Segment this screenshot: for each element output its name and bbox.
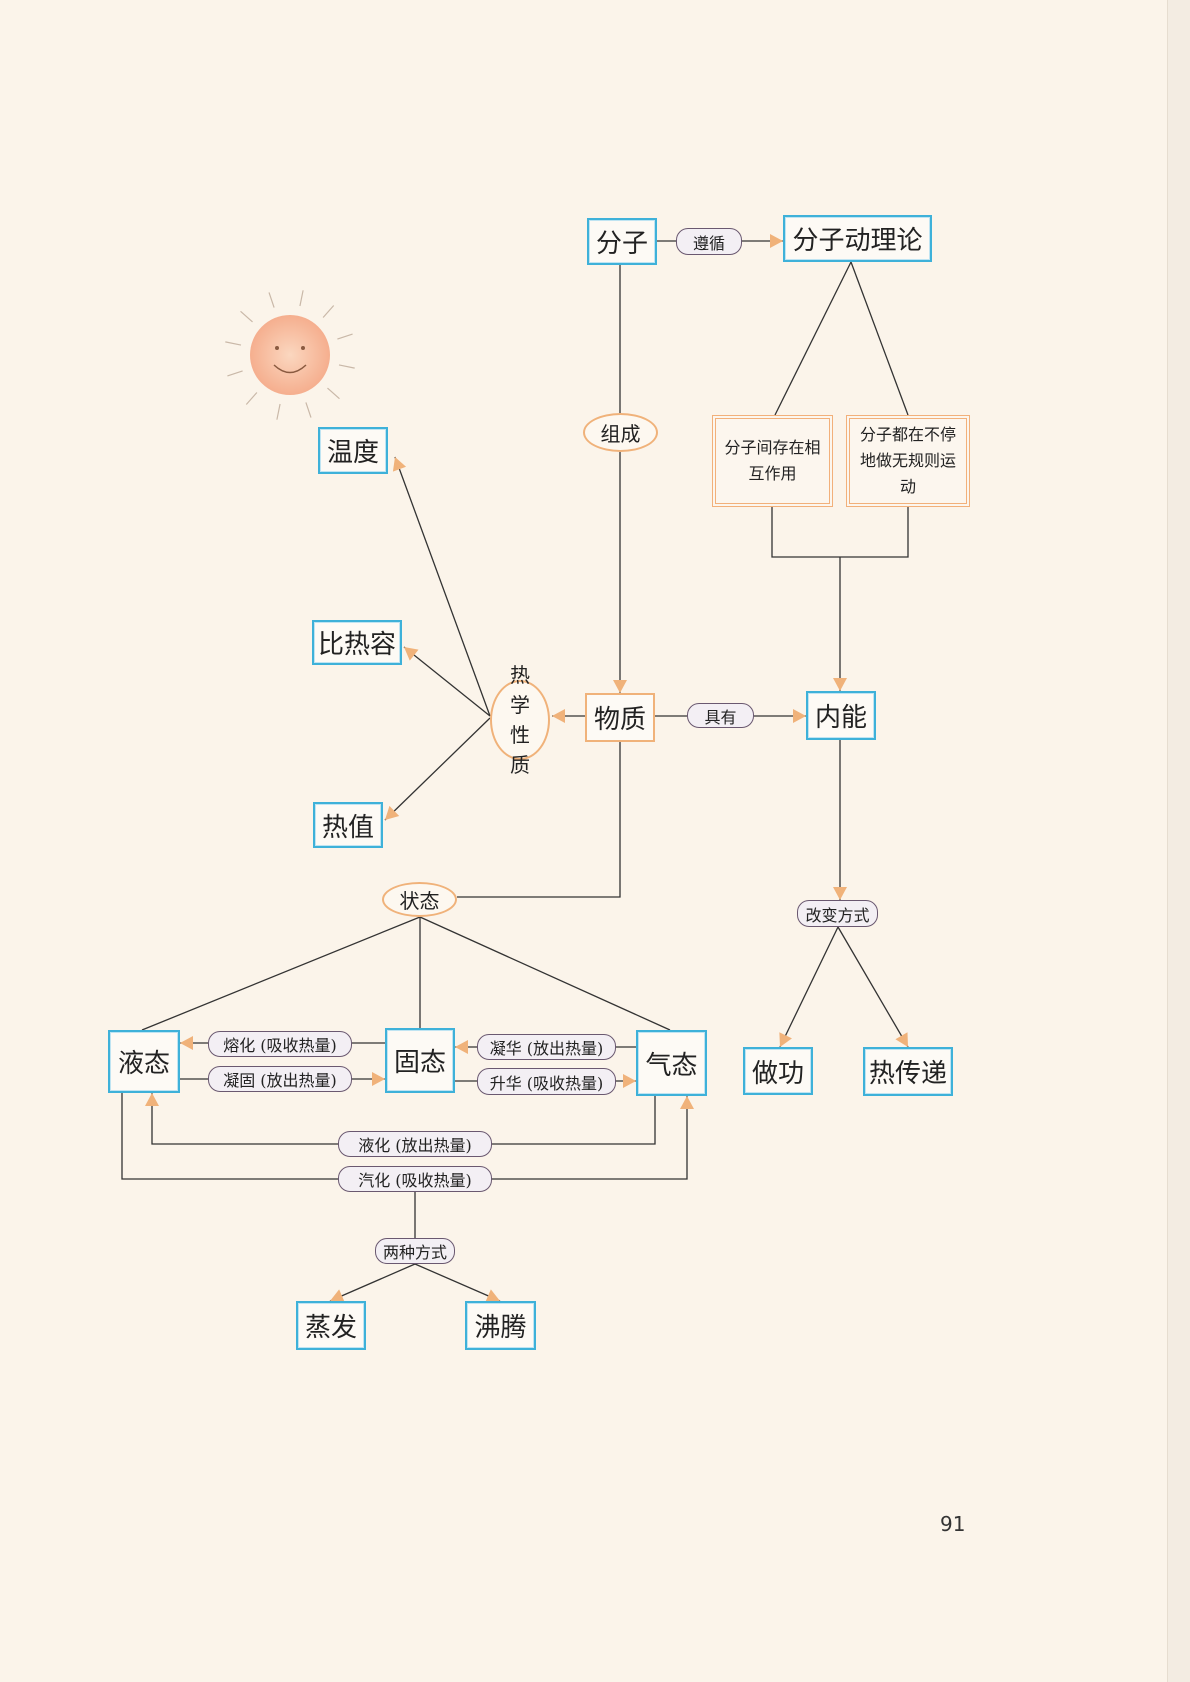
node-gas: 气态 (636, 1030, 707, 1096)
label-sublimation: 升华 (吸收热量) (477, 1068, 616, 1095)
connector-line (837, 926, 909, 1048)
connector-line (779, 926, 839, 1048)
label-change-methods: 改变方式 (797, 900, 878, 927)
connector-line (403, 646, 491, 717)
arrow-head-icon (330, 1289, 345, 1303)
connector-line (394, 456, 491, 717)
label-state: 状态 (382, 882, 457, 917)
label-follow: 遵循 (676, 228, 742, 255)
arrow-head-icon (372, 1072, 385, 1086)
label-melting: 熔化 (吸收热量) (208, 1031, 352, 1057)
sun-icon (225, 290, 355, 420)
node-molecular-kinetic-theory: 分子动理论 (783, 215, 932, 262)
arrow-head-icon (552, 709, 565, 723)
node-internal-energy: 内能 (806, 691, 876, 740)
page-edge (1167, 0, 1190, 1682)
node-work: 做功 (743, 1047, 813, 1095)
arrow-head-icon (680, 1096, 694, 1109)
node-random-motion: 分子都在不停地做无规则运动 (846, 415, 970, 507)
node-matter: 物质 (585, 693, 655, 742)
arrow-head-icon (895, 1032, 908, 1047)
arrow-head-icon (833, 678, 847, 691)
connector-line (141, 916, 421, 1031)
node-solid: 固态 (385, 1028, 455, 1093)
arrow-head-icon (613, 680, 627, 693)
node-temperature: 温度 (318, 427, 388, 474)
node-specific-heat: 比热容 (312, 620, 402, 665)
arrow-head-icon (392, 457, 407, 472)
connector-line (329, 1263, 416, 1302)
label-have: 具有 (687, 703, 754, 728)
arrow-head-icon (385, 805, 400, 820)
connector-line (492, 1096, 688, 1180)
node-molecule: 分子 (587, 218, 657, 265)
node-boiling: 沸腾 (465, 1301, 536, 1350)
connector-line (457, 742, 621, 898)
node-evaporation: 蒸发 (296, 1301, 366, 1350)
connector-line (850, 261, 909, 416)
label-liquefaction: 液化 (放出热量) (338, 1131, 492, 1157)
connector-line (121, 1093, 338, 1180)
label-solidification: 凝固 (放出热量) (208, 1066, 352, 1092)
node-heat-value: 热值 (313, 802, 383, 848)
node-liquid: 液态 (108, 1030, 180, 1093)
label-deposition: 凝华 (放出热量) (477, 1034, 616, 1060)
node-intermolecular-force: 分子间存在相互作用 (712, 415, 833, 507)
connector-line (419, 916, 671, 1031)
arrow-head-icon (485, 1289, 500, 1303)
connector-line (384, 717, 491, 821)
connector-line (492, 1096, 656, 1145)
arrow-head-icon (833, 887, 847, 900)
connector-line (771, 507, 909, 558)
page-number: 91 (940, 1512, 966, 1536)
arrow-head-icon (145, 1093, 159, 1106)
label-vaporization: 汽化 (吸收热量) (338, 1166, 492, 1192)
arrow-head-icon (779, 1032, 792, 1047)
label-two-ways: 两种方式 (375, 1238, 455, 1264)
node-heat-transfer: 热传递 (863, 1047, 953, 1096)
connector-line (414, 1263, 501, 1302)
arrow-head-icon (455, 1040, 468, 1054)
label-compose: 组成 (583, 413, 658, 452)
connector-line (774, 261, 852, 416)
arrow-head-icon (180, 1036, 193, 1050)
arrow-head-icon (623, 1074, 636, 1088)
arrow-head-icon (404, 647, 419, 661)
arrow-head-icon (793, 709, 806, 723)
connector-line (151, 1093, 338, 1145)
arrow-head-icon (770, 234, 783, 248)
label-thermal-properties: 热学性质 (490, 663, 550, 777)
